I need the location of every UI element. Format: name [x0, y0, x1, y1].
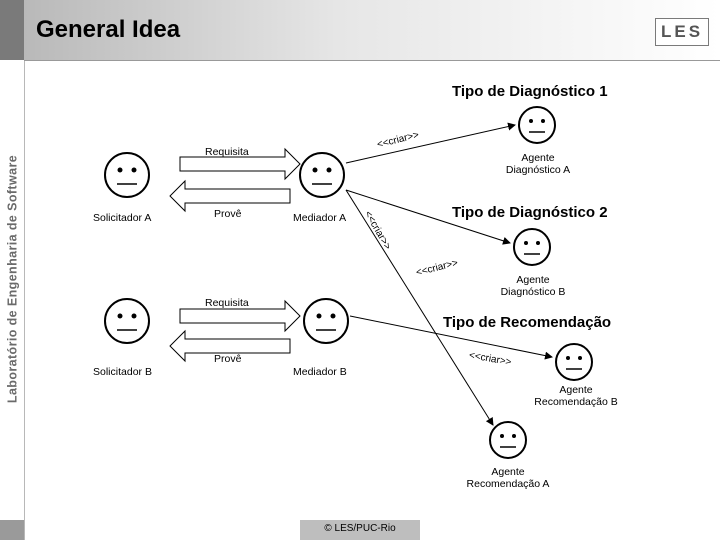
create-arrow-diag-a — [345, 122, 516, 164]
section-recom: Tipo de Recomendação — [443, 314, 612, 331]
prove-label-top: Provê — [214, 208, 242, 220]
sidebar-top-strip — [0, 0, 24, 60]
solicitador-a-label: Solicitador A — [93, 212, 152, 224]
smiley-face-icon — [299, 152, 345, 198]
smiley-face-icon — [489, 421, 527, 459]
smiley-face-icon — [303, 298, 349, 344]
section-diag1: Tipo de Diagnóstico 1 — [452, 83, 608, 100]
les-logo-text: LES — [660, 22, 704, 41]
sidebar-bottom-strip — [0, 520, 24, 540]
smiley-face-icon — [104, 152, 150, 198]
create-arrow-rec-b — [349, 315, 553, 360]
smiley-face-icon — [104, 298, 150, 344]
page-title: General Idea — [36, 16, 181, 43]
header-band — [24, 0, 720, 61]
mediador-b-label: Mediador B — [293, 366, 347, 378]
prove-arrow-bottom — [169, 329, 291, 363]
smiley-face-icon — [555, 343, 593, 381]
requisita-label-bottom: Requisita — [205, 297, 249, 309]
requisita-arrow-top — [179, 147, 301, 181]
create-arrow-diag-b — [345, 189, 511, 245]
create-arrow-rec-a — [345, 189, 494, 426]
prove-label-bottom: Provê — [214, 353, 242, 365]
sidebar: Laboratório de Engenharia de Software — [0, 0, 25, 540]
les-logo: LES — [655, 18, 709, 46]
requisita-label-top: Requisita — [205, 146, 249, 158]
section-diag2: Tipo de Diagnóstico 2 — [452, 204, 608, 221]
footer: © LES/PUC-Rio — [300, 520, 420, 540]
mediador-a-label: Mediador A — [293, 212, 347, 224]
smiley-face-icon — [518, 106, 556, 144]
solicitador-b-label: Solicitador B — [93, 366, 152, 378]
prove-arrow-top — [169, 179, 291, 213]
footer-copyright: © LES/PUC-Rio — [324, 523, 396, 534]
requisita-arrow-bottom — [179, 299, 301, 333]
smiley-face-icon — [513, 228, 551, 266]
